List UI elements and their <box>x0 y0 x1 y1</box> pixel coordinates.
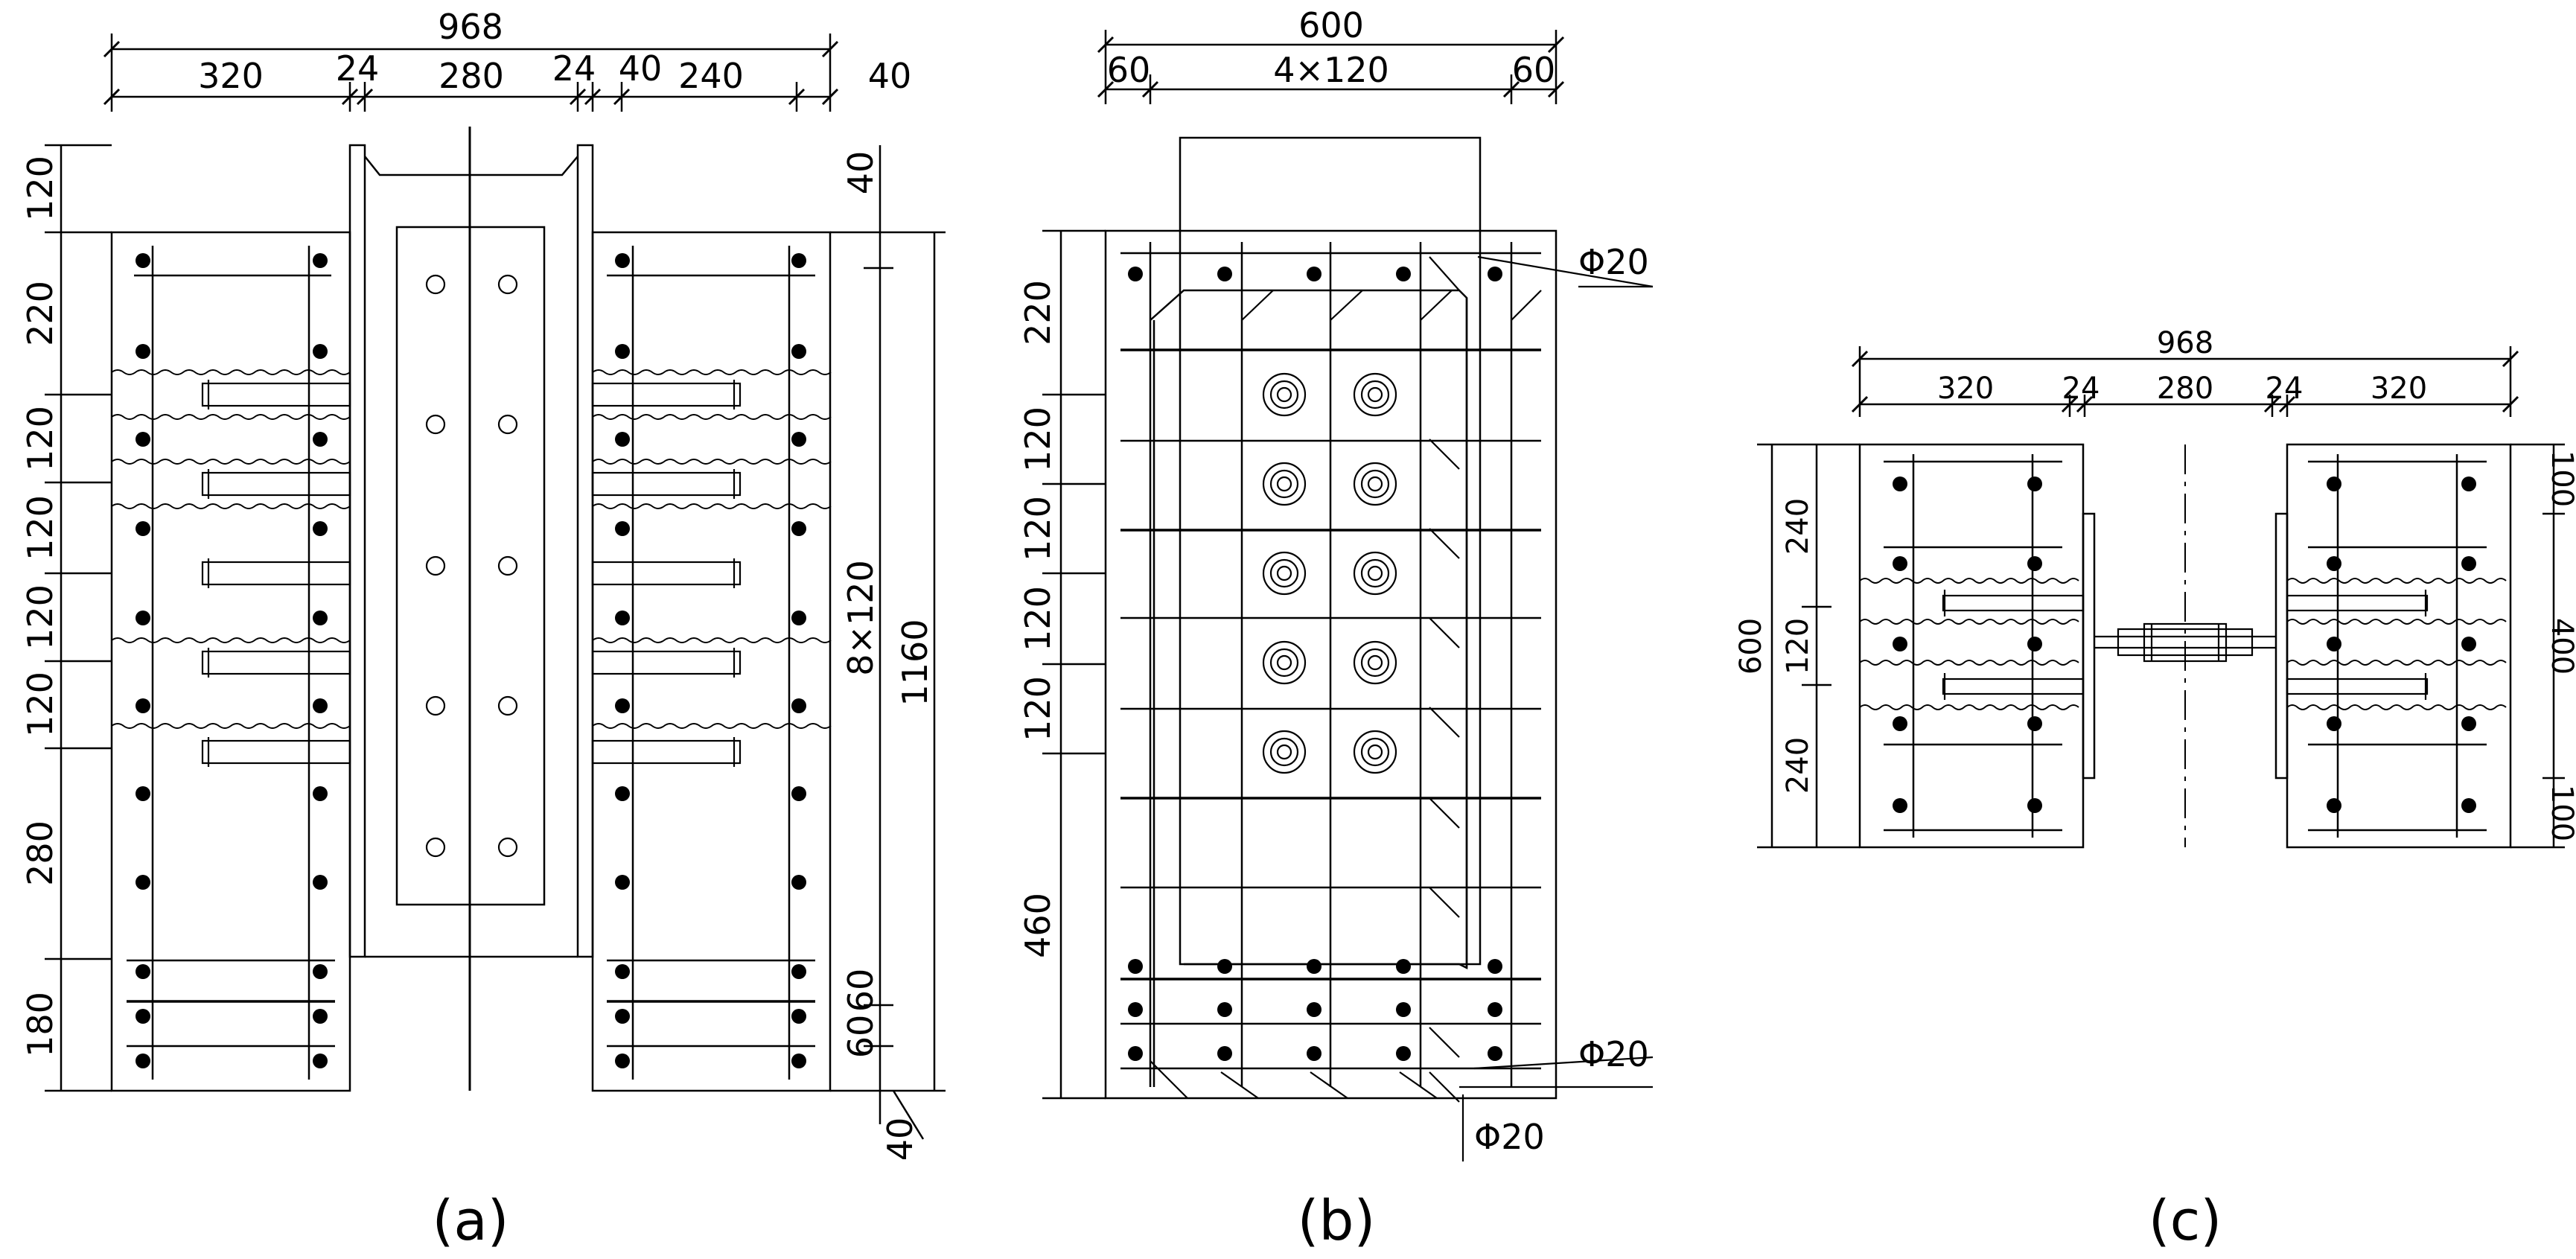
panel-c-dim-left-120: 120 <box>1781 618 1815 675</box>
panel-b-dim-60-left: 60 <box>1107 50 1151 90</box>
panel-a-dim-right-60a: 60 <box>841 969 881 1013</box>
panel-b-caption: (b) <box>1298 1189 1376 1253</box>
panel-a-dim-24-left: 24 <box>336 48 380 89</box>
panel-b-dim-left-220: 220 <box>1018 280 1058 345</box>
panel-a-dim-left-120c: 120 <box>20 495 60 561</box>
panel-a-dim-left-220: 220 <box>20 281 60 346</box>
panel-a-caption: (a) <box>432 1189 508 1253</box>
panel-a-dim-left-120d: 120 <box>20 584 60 650</box>
panel-a-dim-right-40-bottom: 40 <box>880 1118 920 1161</box>
panel-a-dim-left-280: 280 <box>20 820 60 886</box>
panel-a-dim-right-8x120: 8×120 <box>841 560 881 676</box>
panel-c-dim-320-right: 320 <box>2371 372 2427 406</box>
panel-b-dim-left-120a: 120 <box>1018 407 1058 472</box>
panel-c-dim-320-left: 320 <box>1937 372 1994 406</box>
panel-c-dim-968: 968 <box>2157 326 2213 360</box>
panel-b-rebar-label-stirrup: Φ20 <box>1474 1117 1545 1157</box>
panel-c-dim-right-100-top: 100 <box>2545 450 2576 507</box>
panel-b-rebar-dots <box>1128 267 1502 1061</box>
panel-a-left-column <box>110 231 351 1092</box>
panel-b-stud-heads <box>1262 372 1397 774</box>
panel-b-dim-600: 600 <box>1298 5 1364 45</box>
panel-c-dim-right-400: 400 <box>2545 618 2576 675</box>
panel-c-rebar-dots <box>1893 476 2476 813</box>
panel-b-diagonal-ties <box>1150 256 1542 1103</box>
panel-c-break-lines <box>1859 578 2507 710</box>
panel-a-dim-968: 968 <box>438 7 503 47</box>
panel-c-dim-lines <box>1757 346 2565 849</box>
panel-b-dim-left-120c: 120 <box>1018 586 1058 651</box>
panel-b-dim-60-right: 60 <box>1512 50 1556 90</box>
panel-a-dim-320: 320 <box>198 56 264 96</box>
panel-c-dim-24-left: 24 <box>2062 372 2100 406</box>
panel-a-break-lines <box>111 369 832 729</box>
panel-b-dim-left-460: 460 <box>1018 893 1058 958</box>
panel-a-dim-left-120a: 120 <box>20 156 60 221</box>
panel-a-steel-section <box>348 127 594 1091</box>
panel-a-labels: 968 320 24 280 24 40 240 40 120 220 120 … <box>20 7 935 1161</box>
panel-a-dim-40-top: 40 <box>619 48 663 89</box>
panel-c-dim-280: 280 <box>2157 372 2213 406</box>
panel-c-studs <box>1942 590 2429 700</box>
panel-c <box>1757 346 2565 849</box>
panel-a-dim-right-60b: 60 <box>841 1015 881 1059</box>
panel-a-dim-right-40: 40 <box>841 151 881 195</box>
panel-b-dim-left-120d: 120 <box>1018 676 1058 742</box>
panel-b-dim-4x120: 4×120 <box>1273 50 1389 90</box>
panel-a-dim-right-1160: 1160 <box>895 619 935 706</box>
panel-a-dim-left-120e: 120 <box>20 672 60 737</box>
panel-c-dim-24-right: 24 <box>2266 372 2304 406</box>
panel-b-rebar-label-top: Φ20 <box>1578 242 1649 282</box>
panel-c-labels: 968 320 24 280 24 320 600 240 120 240 10… <box>1734 326 2576 841</box>
panel-a-dim-lines <box>45 34 946 1140</box>
panel-a-dim-left-120b: 120 <box>20 406 60 471</box>
panel-a <box>45 34 946 1140</box>
panel-c-caption: (c) <box>2149 1189 2222 1253</box>
panel-b-column-outline <box>1104 229 1558 1100</box>
panel-a-rebar-dots <box>136 253 806 1068</box>
panel-b <box>1042 30 1654 1161</box>
panel-b-dim-lines <box>1042 30 1565 1100</box>
panel-b-rebar-label-bottom: Φ20 <box>1578 1034 1649 1074</box>
panel-a-shear-studs <box>201 380 742 767</box>
panel-b-labels: 600 60 4×120 60 220 120 120 120 120 460 … <box>1018 5 1649 1157</box>
panel-a-bolt-holes <box>425 274 518 858</box>
panel-c-dim-right-100-bottom: 100 <box>2545 785 2576 841</box>
panel-a-dim-40-right: 40 <box>868 56 912 96</box>
panel-b-dim-left-120b: 120 <box>1018 496 1058 561</box>
panel-c-right-column <box>2286 443 2512 849</box>
panel-a-right-column <box>591 231 832 1092</box>
panel-a-dim-left-180: 180 <box>20 992 60 1057</box>
panel-a-dim-280: 280 <box>439 56 504 96</box>
panel-a-dim-240: 240 <box>678 56 744 96</box>
panel-a-dim-24-right: 24 <box>552 48 596 89</box>
panel-c-dim-left-240b: 240 <box>1781 737 1815 794</box>
panel-c-dim-left-240a: 240 <box>1781 498 1815 555</box>
panel-c-steel-web <box>2094 622 2276 663</box>
panel-c-dim-left-600: 600 <box>1734 618 1768 675</box>
